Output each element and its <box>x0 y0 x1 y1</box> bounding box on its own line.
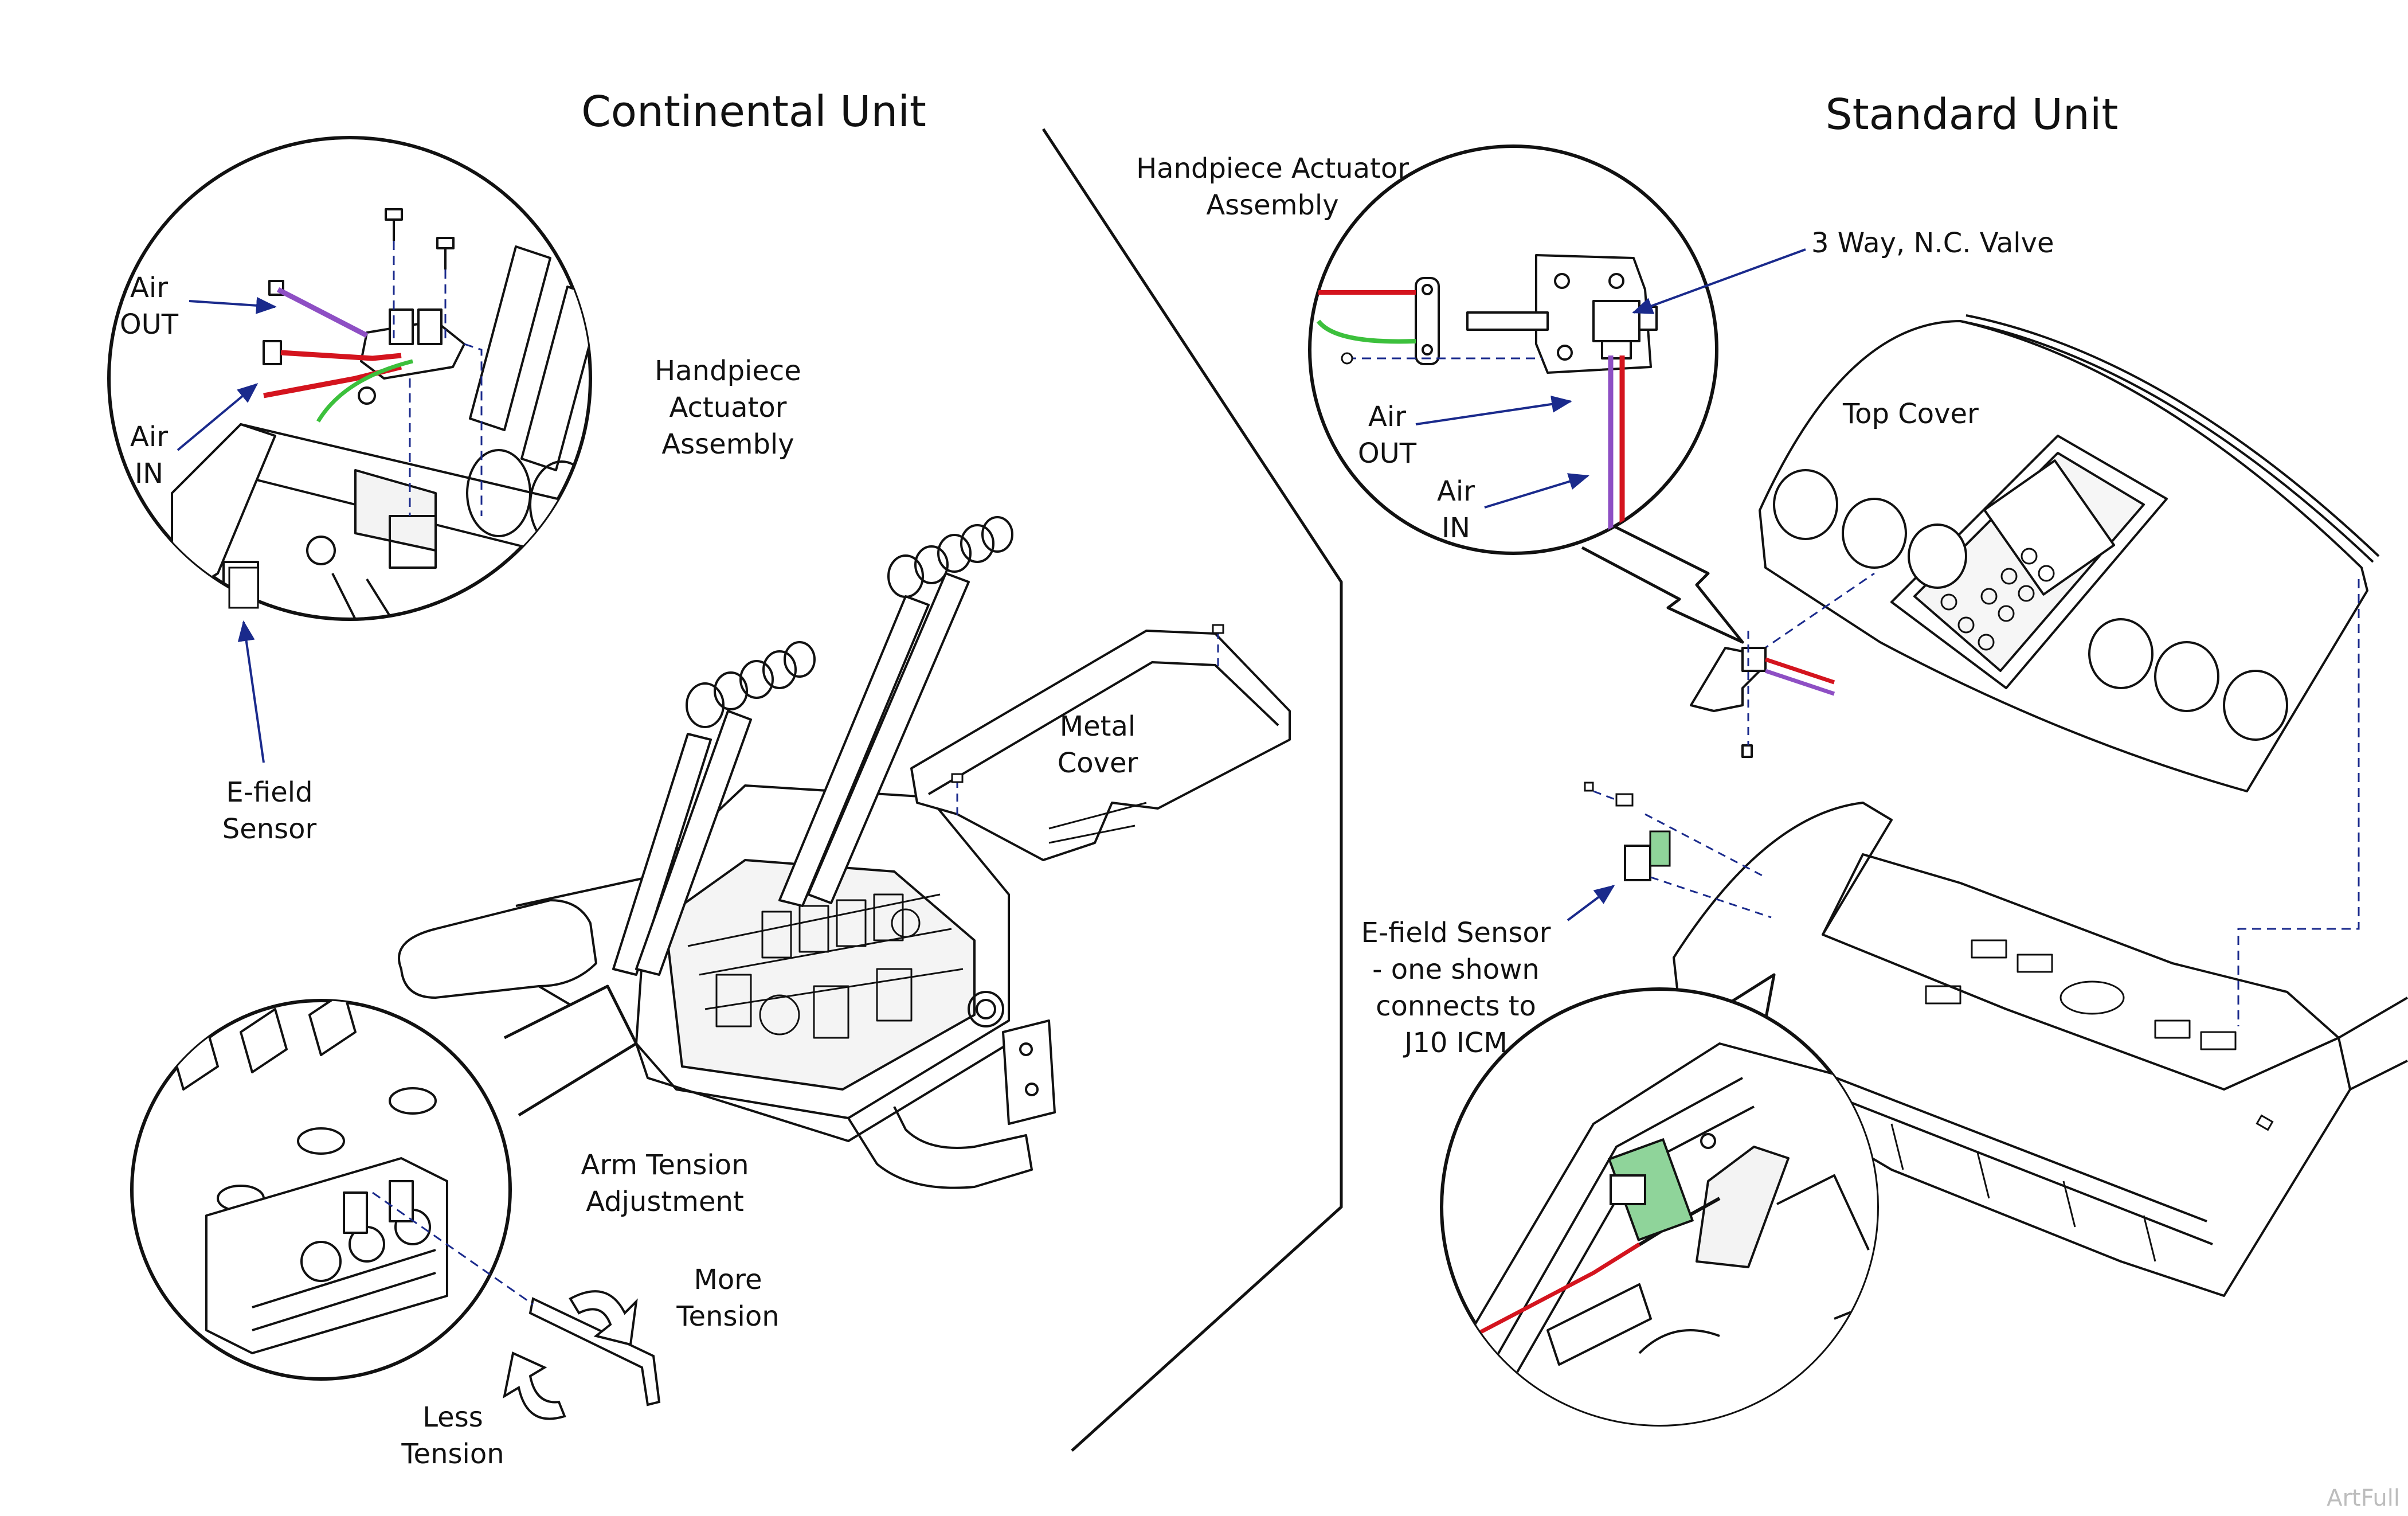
callout-circle-efield-standard <box>1440 973 1879 1427</box>
standard-base-frame <box>1673 802 2408 1297</box>
label-3way-valve: 3 Way, N.C. Valve <box>1811 227 2054 259</box>
callout-circle-arm-tension <box>130 984 661 1420</box>
top-cover-part <box>1759 314 2380 792</box>
section-divider <box>1041 128 1343 1452</box>
standard-leaders <box>1415 248 1806 921</box>
title-standard-unit: Standard Unit <box>1825 90 2119 139</box>
standard-actuator-part <box>1690 647 1767 758</box>
metal-cover-screws <box>951 624 1224 820</box>
callout-circle-handpiece-continental <box>107 136 592 621</box>
watermark: ArtFull <box>2327 1485 2400 1511</box>
continental-unit-assembly <box>398 516 1056 1189</box>
continental-leaders <box>177 296 277 763</box>
standard-base-screw <box>2256 1114 2274 1131</box>
title-continental-unit: Continental Unit <box>581 87 926 136</box>
top-cover-dash <box>2237 579 2360 1026</box>
metal-cover-part <box>910 630 1291 861</box>
callout-circle-handpiece-standard <box>1308 144 1744 644</box>
standard-efield-part <box>1584 782 1772 919</box>
label-top-cover: Top Cover <box>1843 398 1979 430</box>
